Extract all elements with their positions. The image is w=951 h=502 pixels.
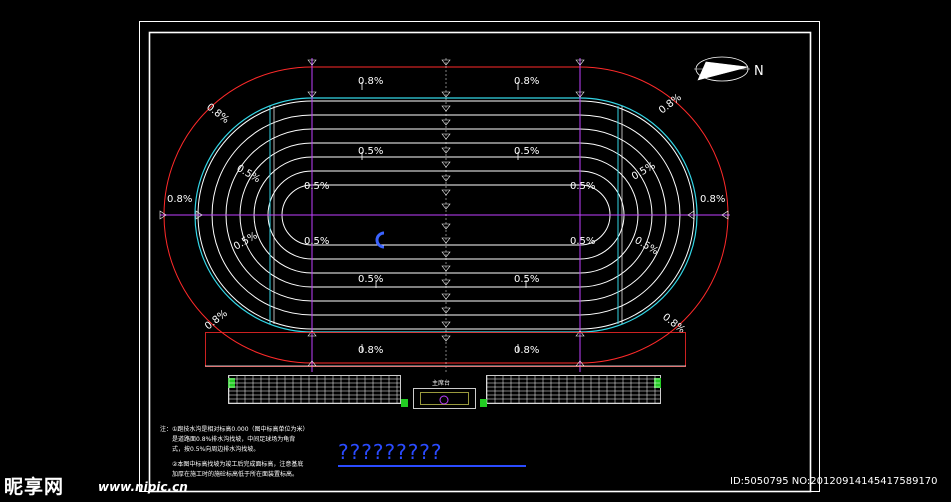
grade-label: 0.8%	[657, 92, 684, 116]
elevation-marker	[441, 335, 451, 342]
note-line: 式，按0.5%向周边排水沟找坡。	[160, 446, 260, 453]
center-mark	[375, 231, 385, 249]
stand-right-block	[486, 375, 661, 404]
elevation-marker	[575, 91, 585, 98]
grade-label: 0.8%	[358, 345, 383, 356]
elevation-marker	[687, 210, 695, 220]
grandstand-label: 主席台	[432, 379, 450, 387]
elevation-markers	[159, 59, 729, 367]
elevation-marker	[159, 210, 167, 220]
watermark-brand: 昵享网	[4, 476, 65, 498]
north-arrow-needle	[697, 61, 749, 81]
north-label: N	[754, 64, 764, 79]
grade-label: 0.5%	[358, 146, 383, 157]
note-line: 注：①跑技水沟是相对标高0.000（图中标高单位为米）	[160, 426, 309, 433]
elevation-marker	[441, 237, 451, 244]
elevation-marker	[441, 119, 451, 126]
elevation-marker	[441, 293, 451, 300]
elevation-marker	[307, 330, 317, 337]
elevation-marker	[575, 59, 585, 66]
grade-label: 0.5%	[304, 181, 329, 192]
elevation-marker	[441, 189, 451, 196]
grade-label: 0.8%	[514, 345, 539, 356]
drawing-title-underline	[338, 465, 526, 467]
podium-mark	[439, 395, 449, 405]
stand-left-block	[228, 375, 401, 404]
elevation-marker	[441, 279, 451, 286]
grade-label: 0.8%	[358, 76, 383, 87]
elevation-marker	[441, 307, 451, 314]
podium	[413, 388, 476, 409]
elevation-marker	[441, 161, 451, 168]
grade-label: 0.5%	[232, 230, 260, 252]
grade-label: 0.5%	[304, 236, 329, 247]
watermark-url: www.nipic.cn	[98, 480, 188, 494]
elevation-marker	[307, 59, 317, 66]
outer-frame	[139, 21, 820, 492]
grade-label: 0.5%	[570, 181, 595, 192]
elevation-marker	[441, 147, 451, 154]
elevation-marker	[441, 133, 451, 140]
elevation-marker	[721, 210, 729, 220]
elevation-marker	[441, 105, 451, 112]
grade-label: 0.5%	[630, 160, 658, 182]
elevation-marker	[441, 321, 451, 328]
elevation-marker	[441, 223, 451, 230]
stand-right-stairs	[480, 399, 487, 407]
elevation-marker	[441, 251, 451, 258]
grade-label: 0.5%	[358, 274, 383, 285]
stand-left-stairs	[401, 399, 408, 407]
grade-label: 0.5%	[633, 235, 661, 257]
note-line: ②本图中标高找坡为竣工后完成面标高，注意基底	[160, 461, 304, 468]
note-line: 加厚在施工时的施砼标高低于所在面装置标高。	[160, 471, 299, 478]
podium-inner	[420, 392, 469, 405]
grade-label: 0.5%	[514, 274, 539, 285]
north-arrow	[694, 56, 750, 82]
elevation-marker	[441, 91, 451, 98]
elevation-marker	[441, 59, 451, 66]
grade-label: 0.8%	[167, 194, 192, 205]
grade-label: 0.8%	[203, 308, 230, 332]
grade-label: 0.8%	[204, 102, 231, 126]
axis-lines	[160, 58, 730, 372]
elevation-marker	[441, 203, 451, 210]
grade-label: 0.5%	[514, 146, 539, 157]
elevation-marker	[441, 175, 451, 182]
elevation-marker	[307, 91, 317, 98]
stand-rows	[228, 376, 660, 404]
grade-label: 0.8%	[700, 194, 725, 205]
inner-frame	[148, 31, 812, 493]
apron	[205, 332, 686, 367]
watermark-id: ID:5050795 NO:20120914145417589170	[730, 476, 938, 487]
grandstand	[228, 375, 661, 409]
flow-arrows	[361, 82, 527, 352]
drawing-title: ?????????	[338, 440, 443, 464]
grade-label: 0.5%	[570, 236, 595, 247]
elevation-marker	[441, 265, 451, 272]
grade-label: 0.8%	[514, 76, 539, 87]
elevation-marker	[195, 210, 203, 220]
elevation-marker	[575, 330, 585, 337]
note-line: 是道路面0.8%排水沟找坡，中间足球场为龟背	[160, 436, 296, 443]
